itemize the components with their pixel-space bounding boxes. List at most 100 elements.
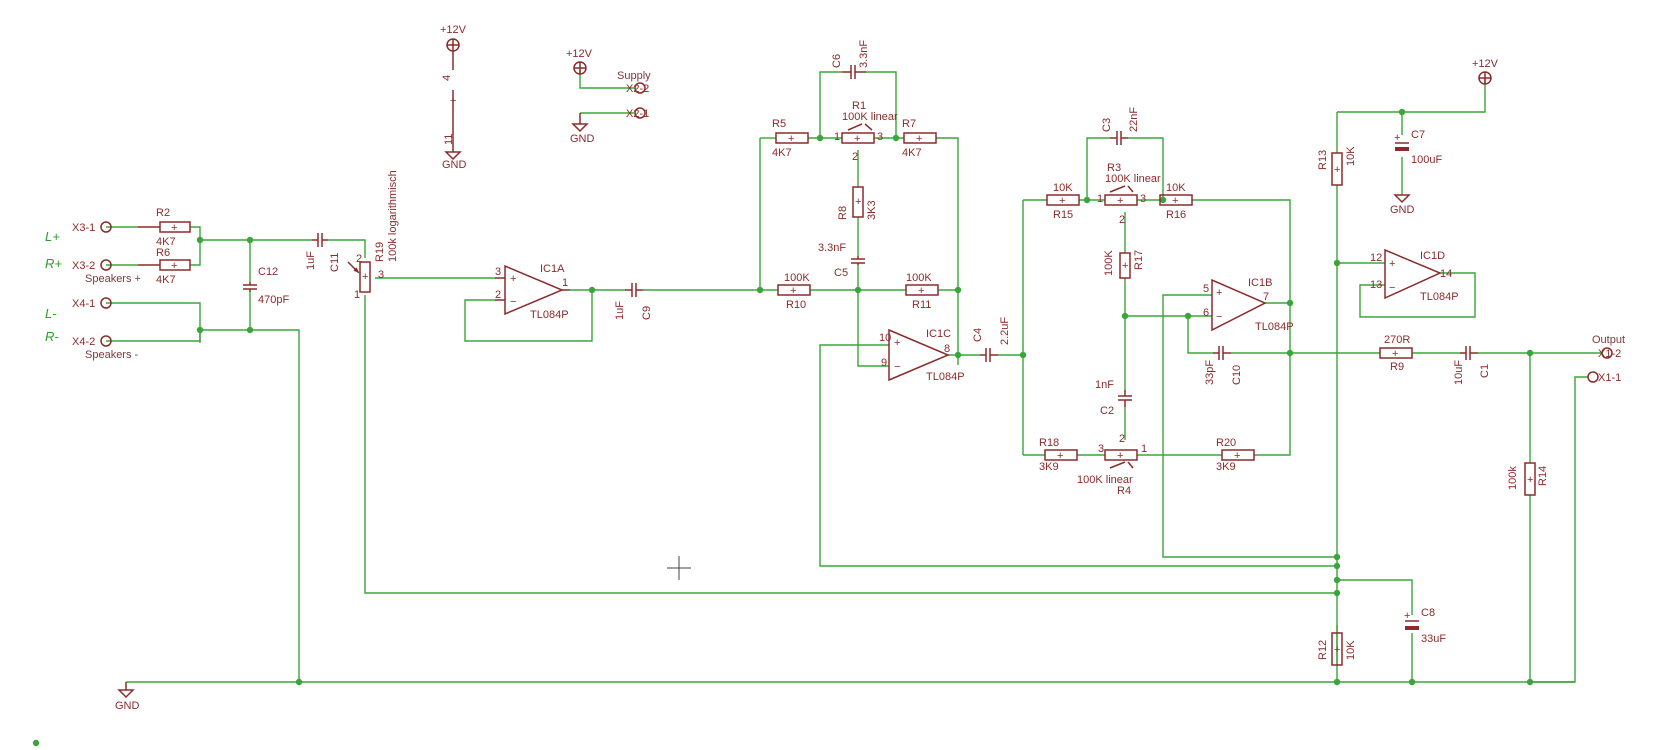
svg-text:C3: C3 [1101, 118, 1113, 132]
cap-c4: C4 2.2uF [972, 317, 1011, 362]
cursor-crosshair [667, 556, 691, 580]
resistor-r8: + R8 3K3 [837, 186, 878, 220]
svg-text:R11: R11 [912, 299, 931, 311]
svg-text:3.3nF: 3.3nF [858, 40, 870, 68]
svg-text:3K9: 3K9 [1039, 461, 1059, 473]
svg-text:GND: GND [570, 133, 595, 145]
label-l-plus: L+ [45, 229, 60, 244]
terminal-x4-1: X4-1 [72, 297, 112, 310]
svg-text:R12: R12 [1317, 640, 1329, 660]
power-pins-label: 4 + 11 [441, 75, 456, 145]
cap-c3: C3 22nF [1101, 107, 1140, 145]
svg-text:+: + [1057, 450, 1063, 462]
svg-text:13: 13 [1370, 279, 1382, 291]
label-r-plus: R+ [45, 256, 62, 271]
cap-c1: 10uF C1 [1453, 346, 1491, 385]
opamp-ic1c: + − 10 9 8 IC1C TL084P [879, 328, 965, 383]
svg-text:6: 6 [1203, 307, 1209, 319]
svg-text:+: + [855, 196, 861, 208]
svg-text:R18: R18 [1039, 437, 1059, 449]
svg-text:C11: C11 [329, 253, 341, 272]
terminal-x1-2: X1-2 [1598, 347, 1621, 360]
svg-text:TL084P: TL084P [530, 309, 569, 321]
cap-c10: 33pF C10 [1204, 346, 1243, 385]
svg-text:2: 2 [852, 151, 858, 163]
svg-text:R8: R8 [837, 206, 849, 220]
svg-text:−: − [1389, 282, 1395, 294]
svg-text:IC1A: IC1A [540, 263, 565, 275]
svg-text:10K: 10K [1345, 640, 1357, 660]
svg-text:3: 3 [877, 131, 883, 143]
svg-text:+: + [1059, 195, 1065, 207]
note-output: Output [1592, 334, 1625, 346]
resistor-r13: + R13 10K [1317, 146, 1357, 186]
cap-c5: 3.3nF C5 [818, 242, 865, 279]
svg-text:2: 2 [356, 253, 362, 265]
svg-text:+: + [450, 95, 456, 107]
terminal-x4-2: X4-2 [72, 335, 112, 348]
svg-text:R17: R17 [1133, 250, 1145, 270]
label-r-minus: R- [45, 329, 59, 344]
svg-text:10uF: 10uF [1453, 360, 1465, 385]
svg-text:+: + [1234, 450, 1240, 462]
cap-c7: + C7 100uF [1394, 129, 1442, 166]
vcc-symbol-2: +12V [566, 48, 593, 75]
resistor-r14: + 100k R14 [1507, 462, 1549, 496]
svg-text:C7: C7 [1411, 129, 1425, 141]
gnd-symbol-c7: GND [1390, 194, 1415, 216]
svg-text:R5: R5 [772, 118, 786, 130]
svg-text:R14: R14 [1537, 466, 1549, 486]
svg-text:X2-1: X2-1 [626, 108, 649, 120]
terminal-x2-2: X2-2 [579, 70, 649, 95]
svg-text:+: + [1404, 610, 1410, 622]
gnd-symbol-main: GND [115, 682, 140, 712]
svg-text:R4: R4 [1117, 485, 1131, 497]
svg-text:4K7: 4K7 [156, 274, 176, 286]
svg-text:+: + [1334, 164, 1340, 176]
pot-r1: + R1 100K linear 1 2 3 [834, 100, 898, 163]
svg-text:100uF: 100uF [1411, 154, 1442, 166]
svg-text:3.3nF: 3.3nF [818, 242, 846, 254]
svg-text:X1-1: X1-1 [1598, 372, 1621, 384]
svg-text:X3-2: X3-2 [72, 260, 95, 272]
svg-text:+: + [1122, 260, 1128, 272]
svg-text:+12V: +12V [440, 24, 467, 36]
svg-text:10K: 10K [1166, 182, 1186, 194]
svg-text:10K: 10K [1053, 182, 1073, 194]
svg-text:3: 3 [495, 266, 501, 278]
svg-text:R3: R3 [1107, 162, 1121, 174]
svg-text:9: 9 [881, 357, 887, 369]
pot-r3: + R3 100K linear 1 2 3 [1097, 162, 1161, 226]
svg-text:33uF: 33uF [1421, 633, 1446, 645]
label-l-minus: L- [45, 306, 57, 321]
wires [106, 71, 1602, 683]
svg-text:+: + [1216, 287, 1222, 299]
svg-text:+: + [854, 133, 860, 145]
svg-text:−: − [1216, 311, 1222, 323]
svg-text:GND: GND [442, 159, 467, 171]
svg-text:3: 3 [1140, 193, 1146, 205]
svg-text:1uF: 1uF [305, 251, 317, 270]
svg-text:C2: C2 [1100, 405, 1114, 417]
svg-text:1: 1 [1141, 443, 1147, 455]
svg-text:100K: 100K [1103, 250, 1115, 276]
svg-text:C9: C9 [641, 306, 653, 320]
svg-text:R6: R6 [156, 247, 170, 259]
svg-text:100k logarithmisch: 100k logarithmisch [387, 170, 399, 262]
svg-text:4K7: 4K7 [156, 236, 176, 248]
svg-text:+: + [171, 260, 177, 272]
svg-text:1nF: 1nF [1095, 379, 1114, 391]
svg-text:+: + [916, 133, 922, 145]
svg-text:C4: C4 [972, 328, 984, 342]
svg-text:+12V: +12V [1472, 58, 1499, 70]
resistor-r17: + 100K R17 [1103, 250, 1145, 279]
svg-text:+: + [918, 285, 924, 297]
svg-text:X4-2: X4-2 [72, 336, 95, 348]
cap-c6: C6 3.3nF [831, 40, 870, 79]
svg-text:2: 2 [1119, 433, 1125, 445]
svg-text:2: 2 [1119, 214, 1125, 226]
svg-text:2: 2 [495, 289, 501, 301]
